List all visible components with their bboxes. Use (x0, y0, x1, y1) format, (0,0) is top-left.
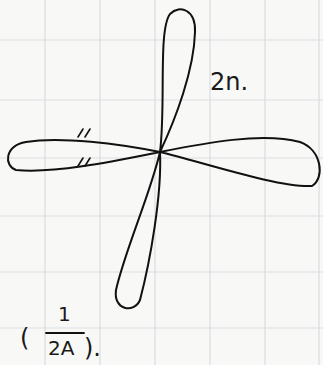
fraction-bar (46, 332, 84, 334)
paren-open: ( (20, 326, 29, 350)
loop-label: 2n. (210, 70, 248, 94)
fraction-denominator: 2A (48, 338, 74, 358)
paren-close: ). (84, 336, 101, 360)
equal-length-ticks (78, 129, 90, 166)
four-leaf-loops (8, 9, 320, 308)
fraction-numerator: 1 (58, 304, 71, 324)
